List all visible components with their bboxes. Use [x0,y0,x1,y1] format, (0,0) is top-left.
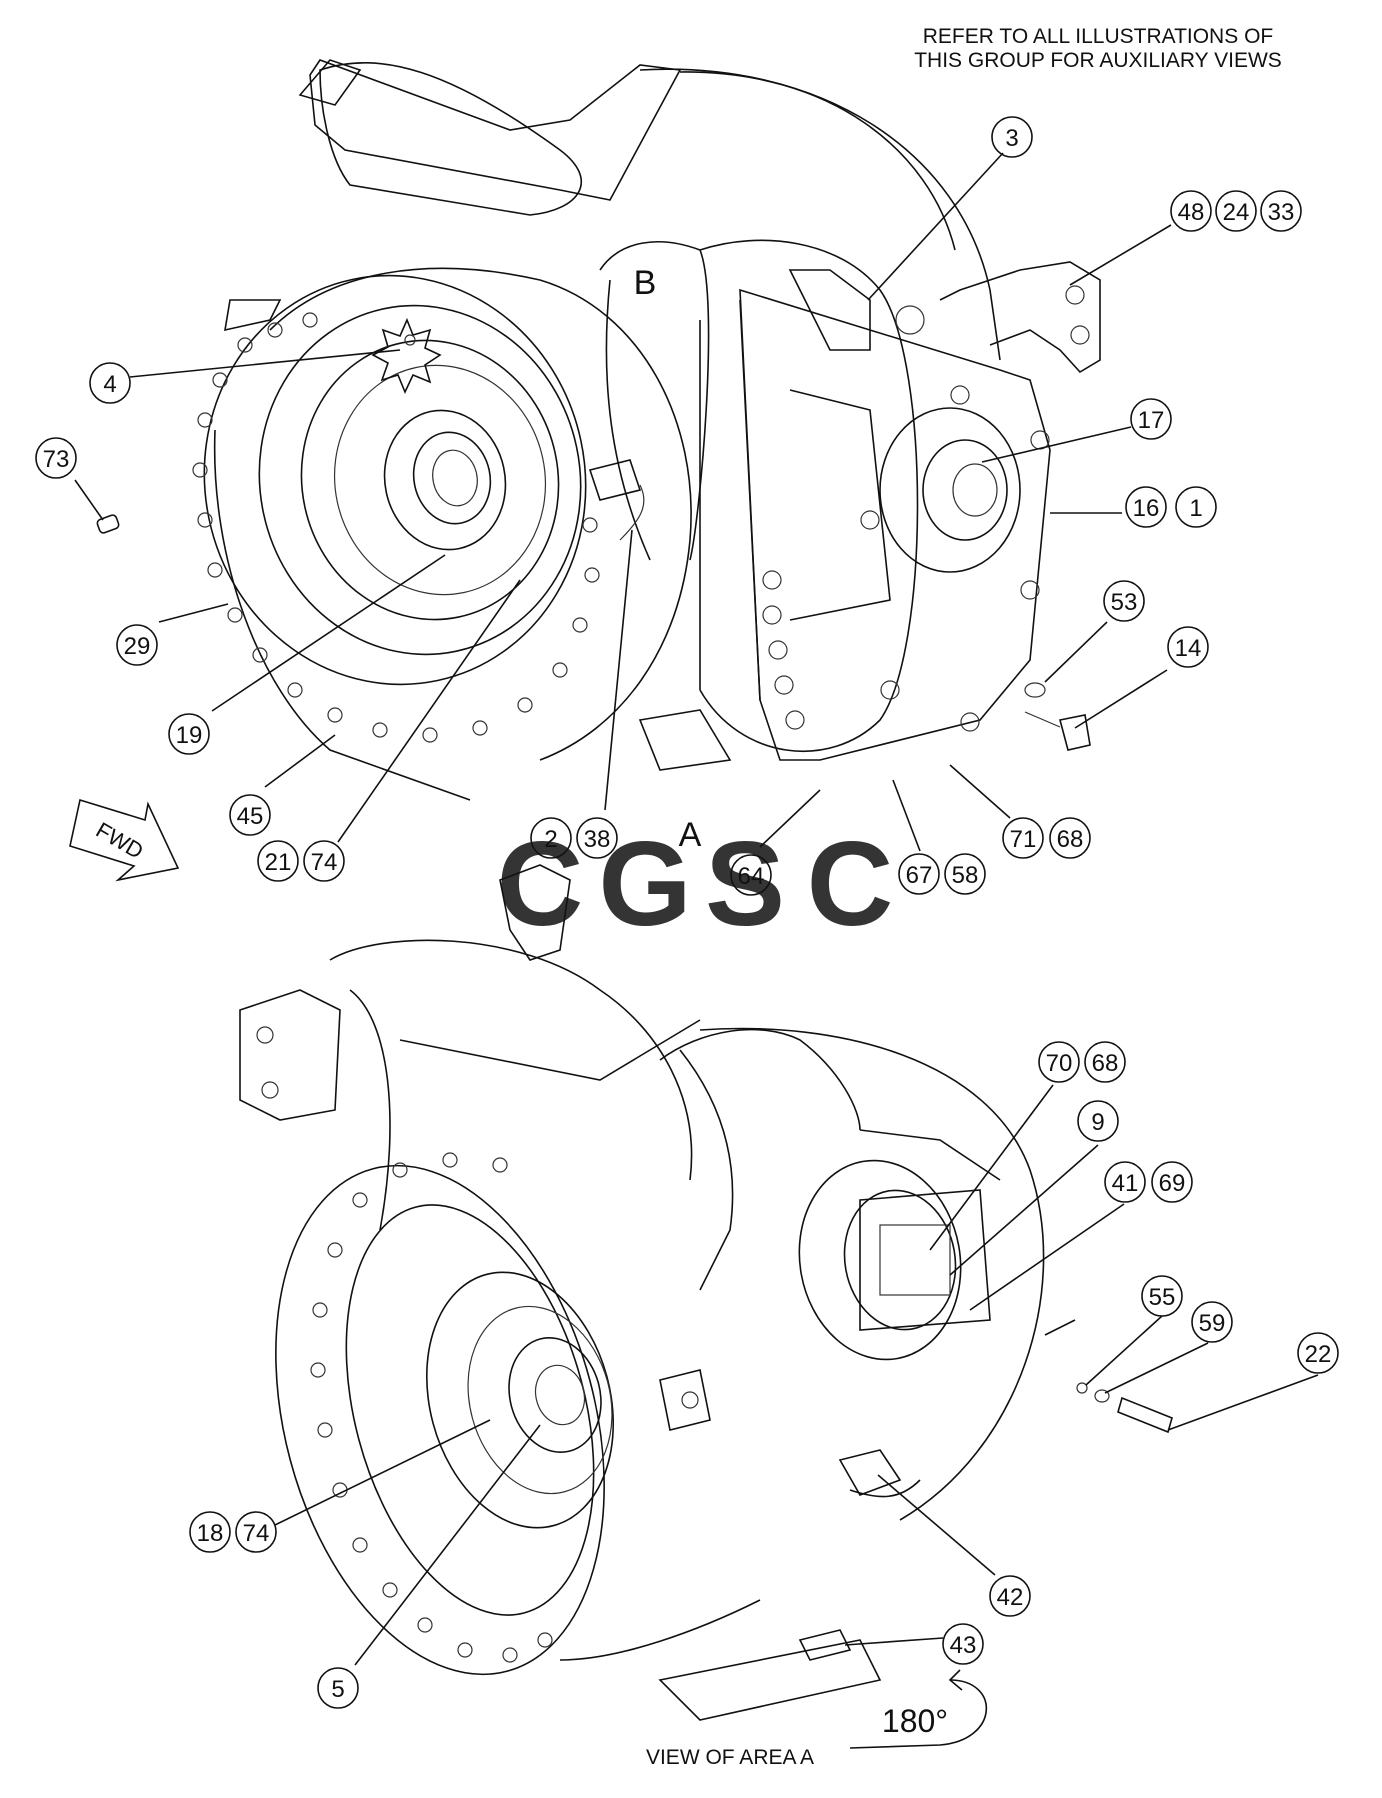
callout-33[interactable]: 33 [1260,190,1302,232]
svg-text:42: 42 [997,1584,1024,1611]
svg-text:55: 55 [1149,1284,1176,1311]
svg-text:45: 45 [237,803,264,830]
note-line-2: THIS GROUP FOR AUXILIARY VIEWS [914,49,1282,72]
svg-text:67: 67 [906,862,933,889]
callout-68[interactable]: 68 [1049,817,1091,859]
callout-71[interactable]: 71 [1002,817,1044,859]
callout-24[interactable]: 24 [1215,190,1257,232]
callout-74[interactable]: 74 [303,840,345,882]
watermark-letter-1: G [598,817,691,951]
callout-38[interactable]: 38 [576,817,618,859]
watermark-logo: C G S C [497,817,894,951]
callout-73[interactable]: 73 [35,437,77,479]
view-caption: VIEW OF AREA A [646,1746,814,1769]
callout-3[interactable]: 3 [991,116,1033,158]
fwd-arrow-icon: FWD [69,798,180,882]
note-line-1: REFER TO ALL ILLUSTRATIONS OF [923,25,1273,48]
svg-text:68: 68 [1057,826,1084,853]
fwd-label: FWD [92,817,148,864]
svg-text:43: 43 [950,1632,977,1659]
callout-59[interactable]: 59 [1191,1301,1233,1343]
watermark-letter-0: C [497,817,584,951]
watermark-letter-3: C [807,817,894,951]
callout-21[interactable]: 21 [257,840,299,882]
svg-text:18: 18 [197,1520,224,1547]
svg-text:1: 1 [1189,495,1202,522]
callout-45[interactable]: 45 [229,794,271,836]
callout-41[interactable]: 41 [1104,1161,1146,1203]
svg-text:21: 21 [265,849,292,876]
callout-2[interactable]: 2 [530,817,572,859]
callout-70[interactable]: 70 [1038,1041,1080,1083]
callout-17[interactable]: 17 [1130,398,1172,440]
svg-text:64: 64 [738,863,765,890]
svg-text:53: 53 [1111,589,1138,616]
callout-67[interactable]: 67 [898,853,940,895]
callout-55[interactable]: 55 [1141,1275,1183,1317]
svg-text:69: 69 [1159,1170,1186,1197]
callout-74-lower[interactable]: 74 [235,1511,277,1553]
svg-text:58: 58 [952,862,979,889]
callout-4[interactable]: 4 [89,362,131,404]
svg-text:14: 14 [1175,635,1202,662]
rotation-arrow-icon: 180° [849,1669,988,1749]
callout-22[interactable]: 22 [1297,1332,1339,1374]
svg-text:22: 22 [1305,1341,1332,1368]
callout-14[interactable]: 14 [1167,626,1209,668]
svg-text:5: 5 [331,1676,344,1703]
watermark-letter-2: S [705,817,785,951]
svg-text:3: 3 [1005,125,1018,152]
callout-1[interactable]: 1 [1175,486,1217,528]
svg-text:68: 68 [1092,1050,1119,1077]
svg-text:24: 24 [1223,199,1250,226]
callout-42[interactable]: 42 [989,1575,1031,1617]
callout-5[interactable]: 5 [317,1667,359,1709]
svg-text:41: 41 [1112,1170,1139,1197]
svg-text:38: 38 [584,826,611,853]
svg-text:59: 59 [1199,1310,1226,1337]
svg-text:48: 48 [1178,199,1205,226]
svg-text:73: 73 [43,446,70,473]
view-letter-a: A [679,816,702,854]
svg-text:33: 33 [1268,199,1295,226]
svg-text:19: 19 [176,722,203,749]
callout-58[interactable]: 58 [944,853,986,895]
svg-text:2: 2 [544,826,557,853]
callout-64[interactable]: 64 [730,854,772,896]
svg-text:70: 70 [1046,1050,1073,1077]
callout-43[interactable]: 43 [942,1623,984,1665]
svg-text:29: 29 [124,633,151,660]
callout-group: 3 48 24 33 4 17 73 16 1 53 14 29 19 45 2… [35,116,1339,1709]
callout-16[interactable]: 16 [1125,486,1167,528]
svg-text:71: 71 [1010,826,1037,853]
callout-48[interactable]: 48 [1170,190,1212,232]
svg-text:74: 74 [243,1520,270,1547]
view-letter-b: B [634,264,657,302]
rotation-label: 180° [882,1703,948,1739]
svg-text:9: 9 [1091,1109,1104,1136]
callout-18[interactable]: 18 [189,1511,231,1553]
upper-transmission-drawing [96,59,1101,801]
leader-lines [74,152,1319,1666]
callout-69[interactable]: 69 [1151,1161,1193,1203]
callout-53[interactable]: 53 [1103,580,1145,622]
callout-19[interactable]: 19 [168,713,210,755]
svg-text:16: 16 [1133,495,1160,522]
svg-text:4: 4 [103,371,116,398]
callout-9[interactable]: 9 [1077,1100,1119,1142]
lower-transmission-drawing [239,864,1173,1721]
svg-text:74: 74 [311,849,338,876]
callout-68-lower[interactable]: 68 [1084,1041,1126,1083]
callout-29[interactable]: 29 [116,624,158,666]
svg-text:17: 17 [1138,407,1165,434]
